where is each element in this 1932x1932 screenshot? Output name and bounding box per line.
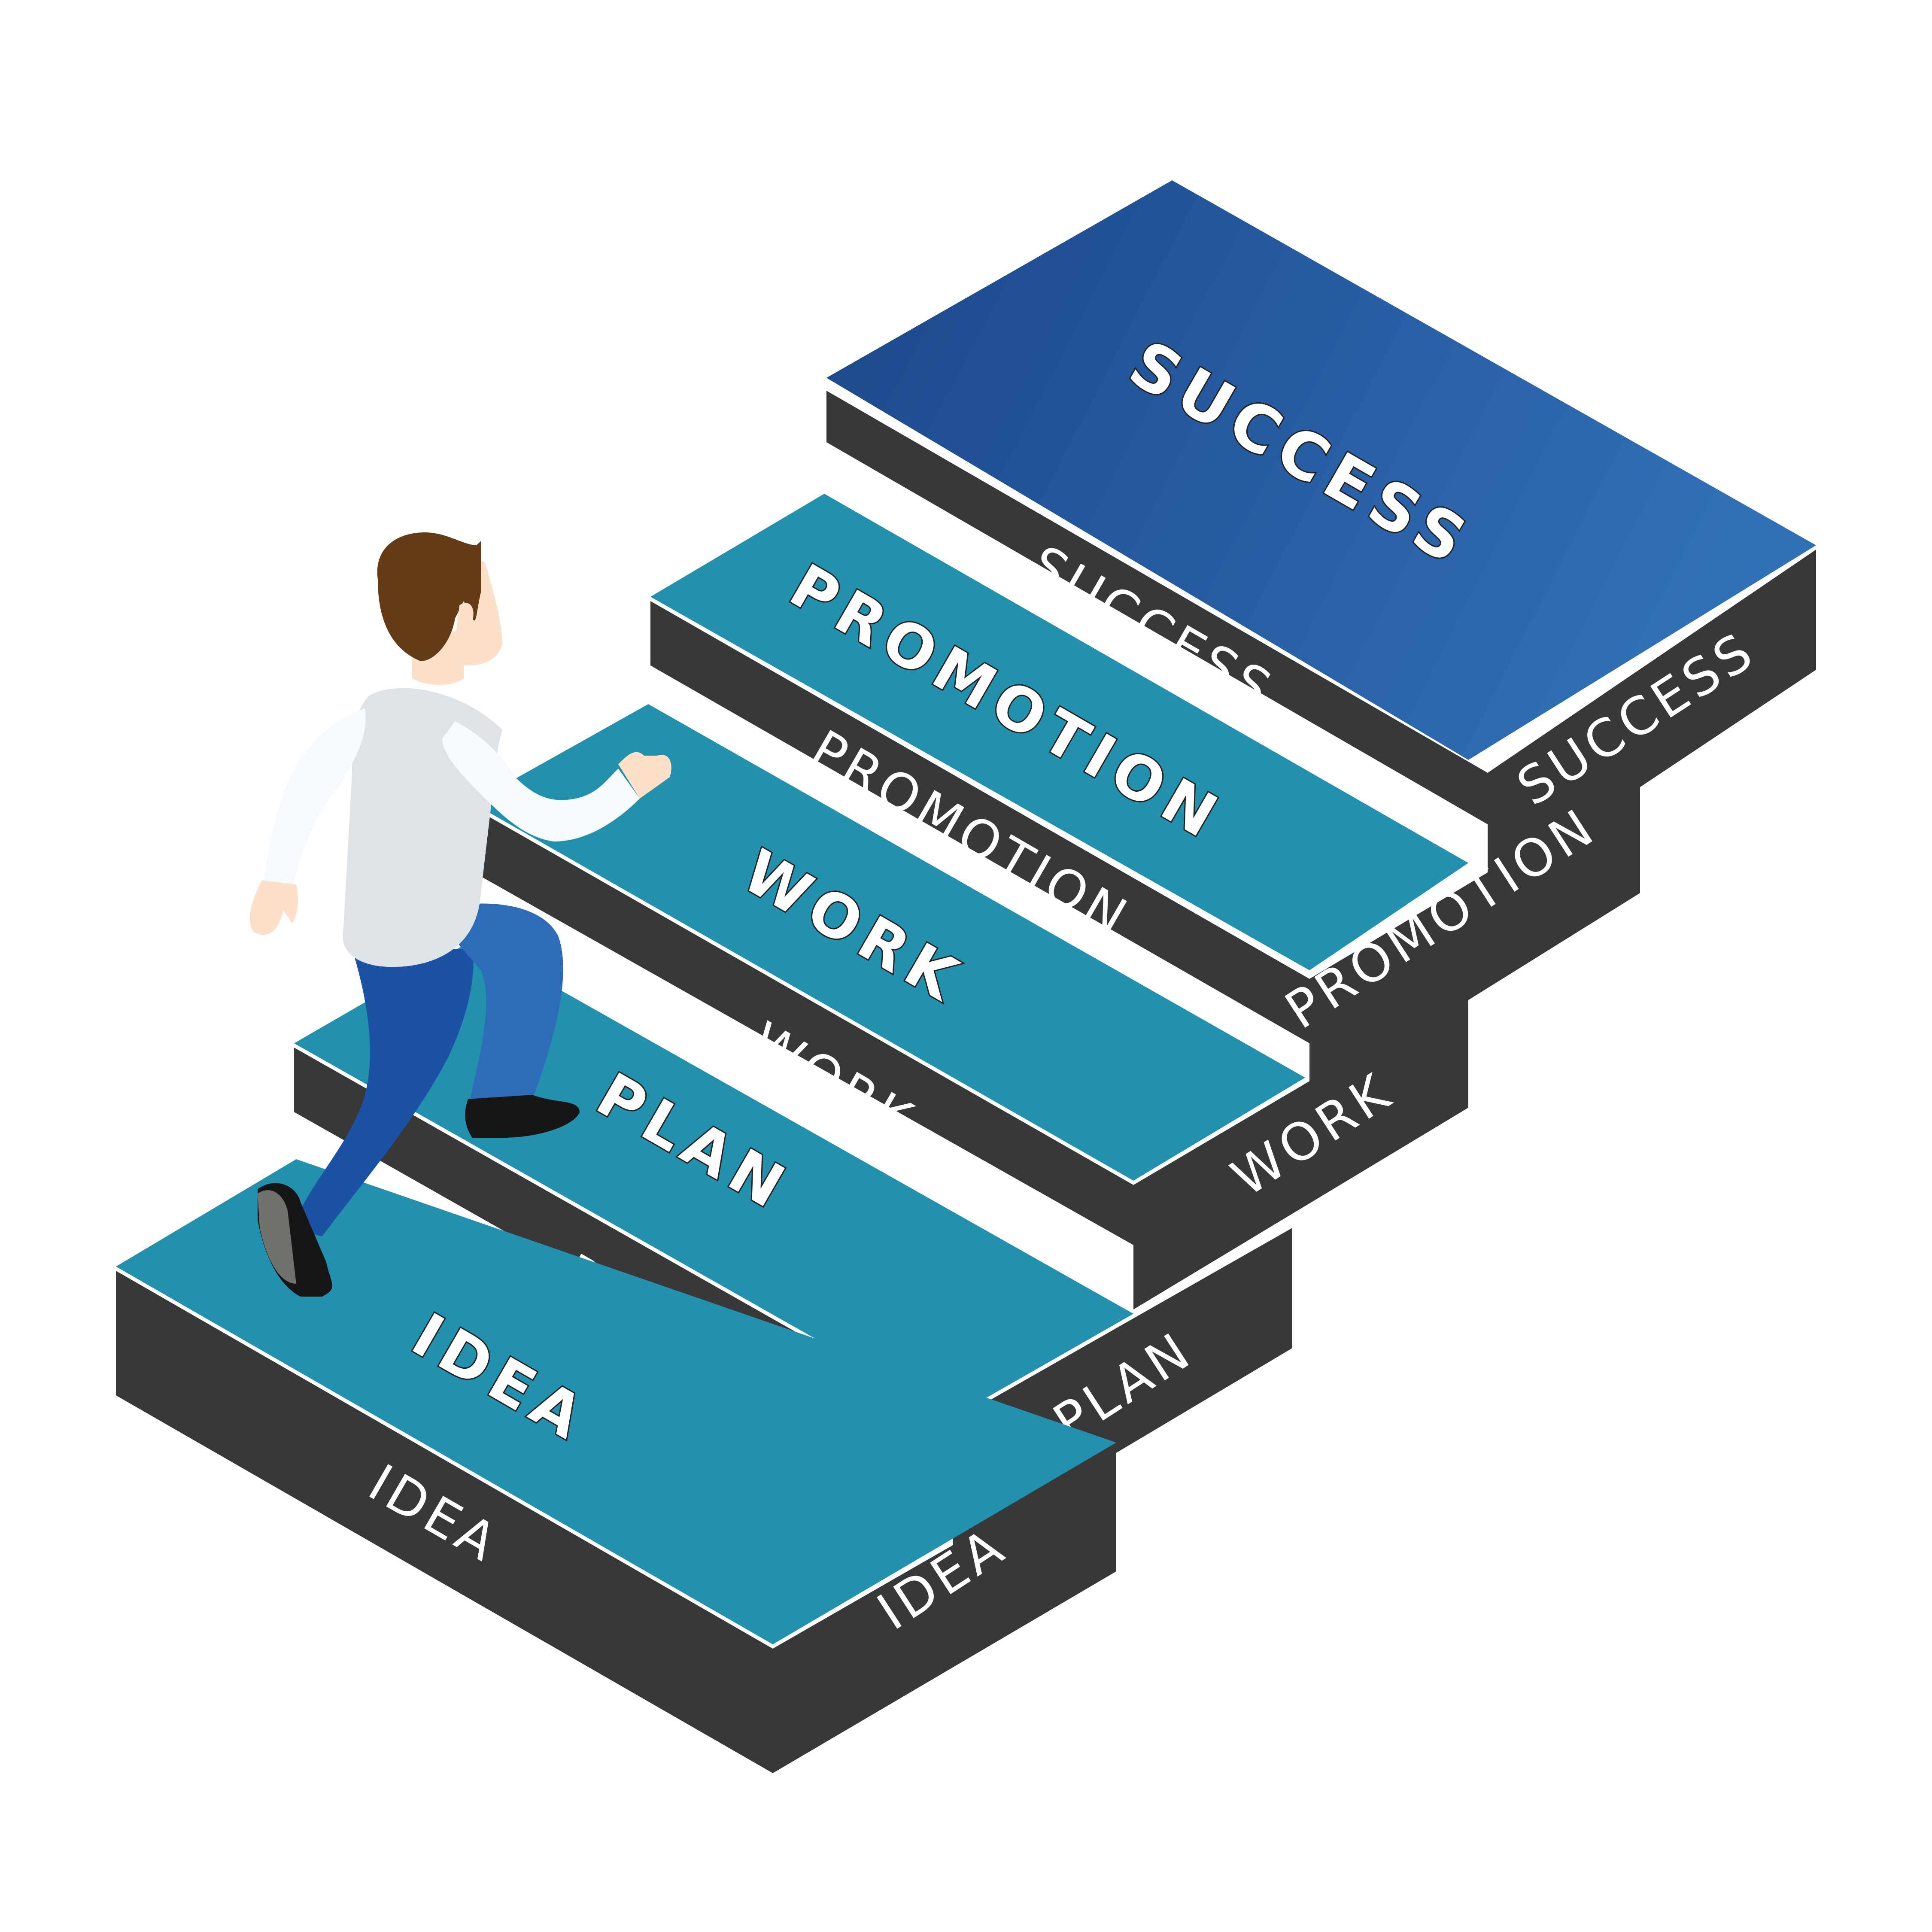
front-shoe	[465, 1095, 580, 1138]
step-success-top	[826, 180, 1816, 760]
step-promotion-front-face	[650, 601, 1309, 1043]
step-idea-right-face	[773, 1451, 1116, 1773]
back-leg	[292, 949, 474, 1236]
front-arm	[442, 721, 640, 841]
head-hair	[377, 532, 481, 661]
back-arm	[264, 708, 366, 889]
step-work-right-face	[1133, 987, 1468, 1309]
step-success-right-face	[1488, 550, 1816, 889]
ear	[457, 603, 474, 630]
step-idea-front-face	[116, 1271, 773, 1773]
step-success-front-face	[826, 391, 1488, 824]
front-hand	[618, 752, 671, 799]
step-promotion-right-face	[1309, 781, 1640, 1099]
step-promotion-top	[650, 494, 1468, 970]
back-hand	[249, 880, 298, 935]
front-leg	[429, 903, 563, 1108]
step-idea-top	[116, 1159, 1116, 1644]
businessman-figure	[249, 532, 671, 1297]
step-work-top	[472, 704, 1305, 1181]
step-idea: IDEA IDEA IDEA	[116, 1159, 1116, 1773]
back-shoe-sole	[258, 1190, 296, 1284]
step-work-front-face	[472, 807, 1133, 1245]
